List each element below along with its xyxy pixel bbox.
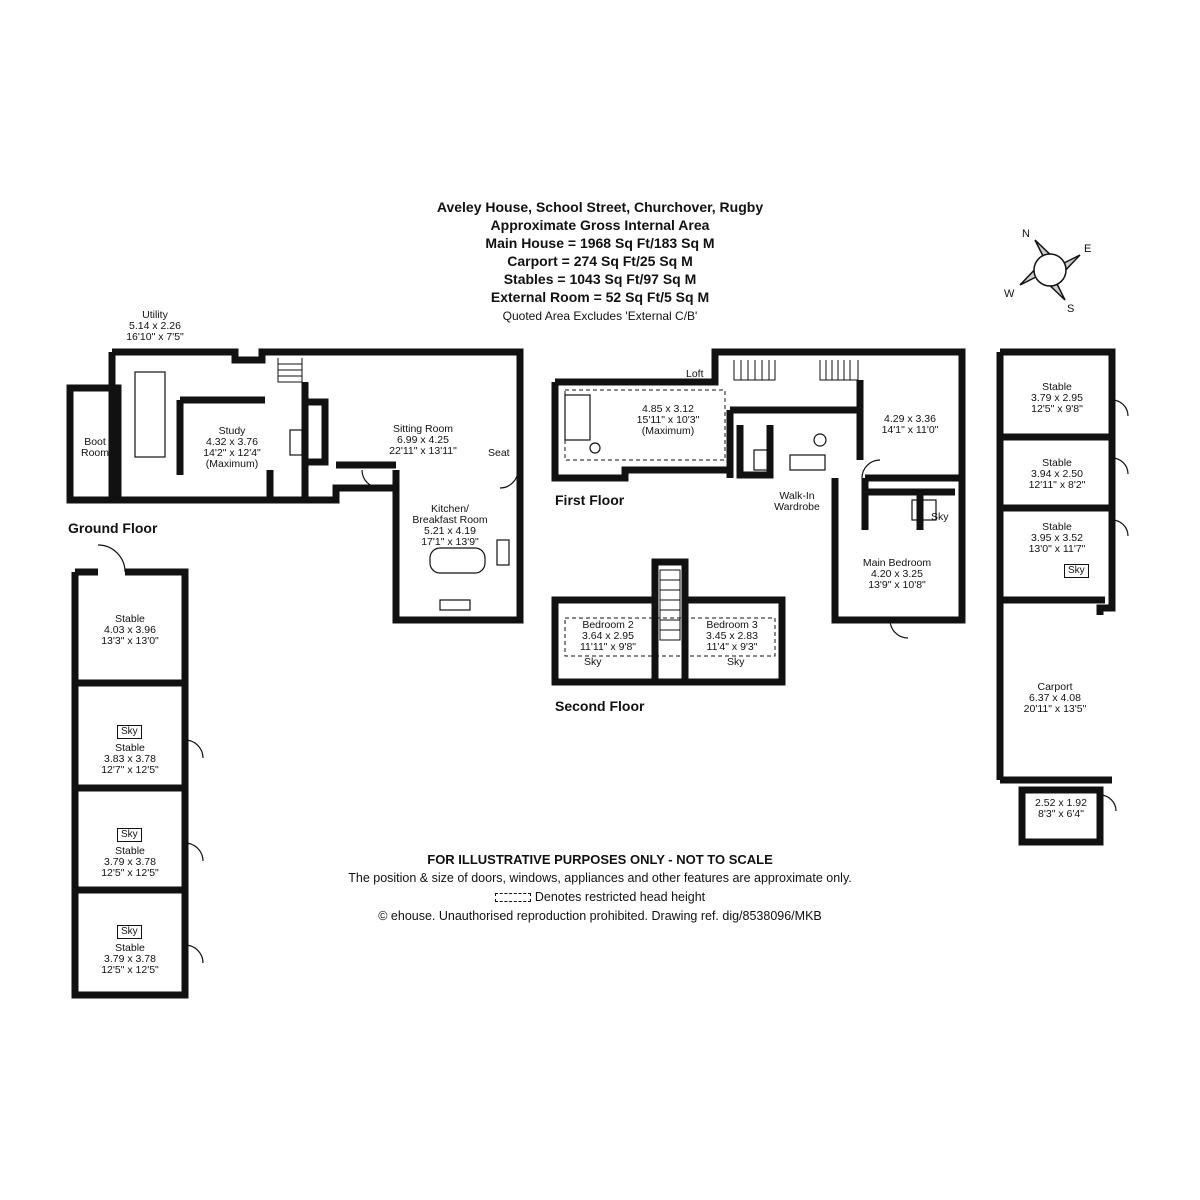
first-floor-walls — [551, 348, 966, 624]
compass-west: W — [1004, 288, 1015, 300]
loft-label: Loft — [686, 368, 704, 380]
second-floor-walls — [551, 558, 786, 686]
carport-area: Carport = 274 Sq Ft/25 Sq M — [507, 253, 693, 269]
compass-east: E — [1084, 243, 1092, 255]
restricted-legend-text: Denotes restricted head height — [534, 890, 706, 904]
fixtures — [134, 371, 937, 611]
copyright: © ehouse. Unauthorised reproduction proh… — [378, 909, 822, 923]
sky-label-ensuite: Sky — [931, 511, 949, 523]
second-floor-label: Second Floor — [555, 698, 645, 714]
external-room-area: External Room = 52 Sq Ft/5 Sq M — [490, 289, 710, 305]
sky-box-stable-right-3: Sky — [1064, 564, 1089, 578]
position-note: The position & size of doors, windows, a… — [348, 871, 852, 885]
dashed-box-icon — [494, 893, 531, 903]
door-swings — [97, 399, 1129, 964]
left-stable-block-walls — [71, 568, 189, 999]
sky-box-stable-left-2: Sky — [117, 725, 142, 739]
right-stable-block-walls — [996, 348, 1116, 846]
sky-label-bedroom-3: Sky — [727, 656, 745, 668]
area-title: Approximate Gross Internal Area — [490, 217, 710, 233]
stables-area: Stables = 1043 Sq Ft/97 Sq M — [503, 271, 697, 287]
sky-box-stable-left-4: Sky — [117, 925, 142, 939]
disclaimer: FOR ILLUSTRATIVE PURPOSES ONLY - NOT TO … — [427, 852, 773, 867]
first-floor-label: First Floor — [555, 492, 625, 508]
sky-box-stable-left-3: Sky — [117, 828, 142, 842]
seat-label: Seat — [488, 447, 510, 459]
main-house-area: Main House = 1968 Sq Ft/183 Sq M — [485, 235, 715, 251]
ground-floor-label: Ground Floor — [68, 520, 158, 536]
ground-floor-walls — [66, 348, 524, 624]
stairs — [277, 358, 859, 641]
compass-north: N — [1022, 228, 1030, 240]
sky-label-bedroom-2: Sky — [584, 656, 602, 668]
compass-south: S — [1067, 303, 1075, 315]
compass-rose-icon — [1019, 239, 1081, 301]
property-address: Aveley House, School Street, Churchover,… — [436, 199, 764, 215]
restricted-head-height-outlines — [564, 389, 776, 657]
restricted-legend: Denotes restricted head height — [250, 888, 950, 907]
area-note: Quoted Area Excludes 'External C/B' — [502, 309, 698, 323]
